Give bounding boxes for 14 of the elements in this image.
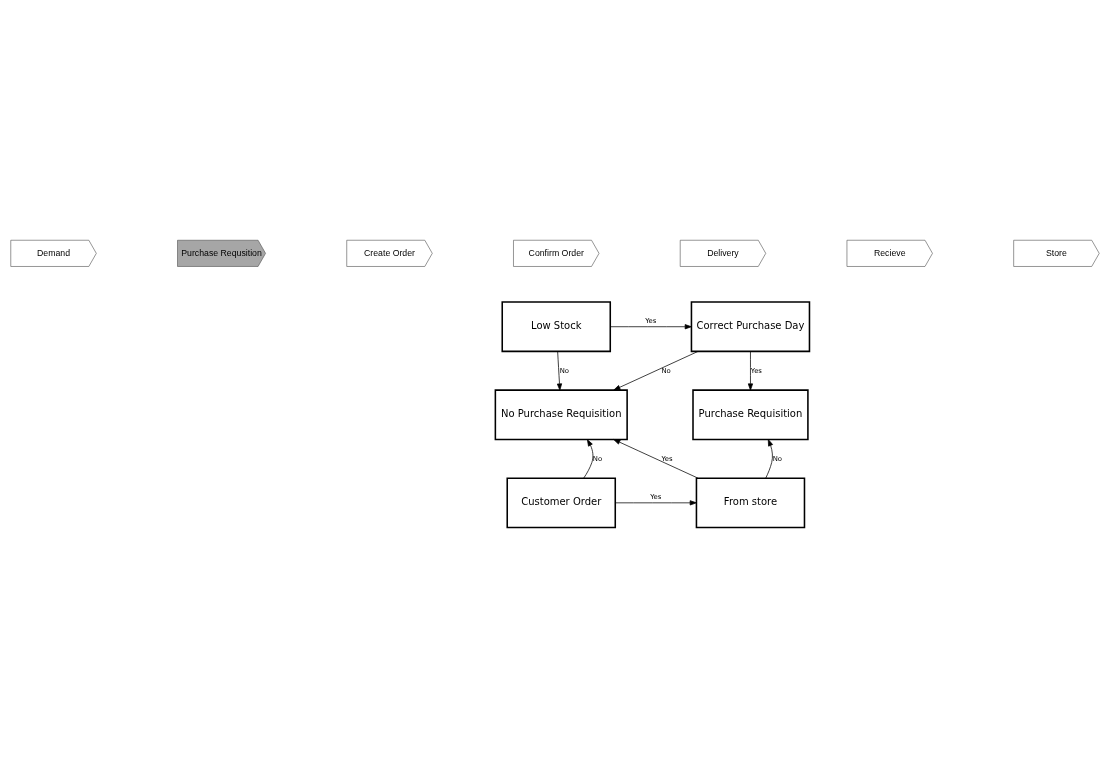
node-box: No Purchase Requisition	[494, 388, 628, 440]
arrow	[615, 499, 697, 505]
arrow	[556, 350, 563, 390]
node-box: Correct Purchase Day	[690, 300, 811, 352]
node-box: Customer Order	[506, 476, 617, 528]
arrow	[609, 323, 692, 329]
arrow	[583, 438, 594, 478]
arrow	[747, 350, 754, 390]
node-box: Purchase Requisition	[692, 388, 809, 440]
arrow	[613, 350, 699, 390]
node-box: From store	[695, 476, 806, 528]
arrow	[613, 438, 699, 478]
arrow	[765, 438, 773, 478]
node-box: Low Stock	[501, 300, 612, 352]
